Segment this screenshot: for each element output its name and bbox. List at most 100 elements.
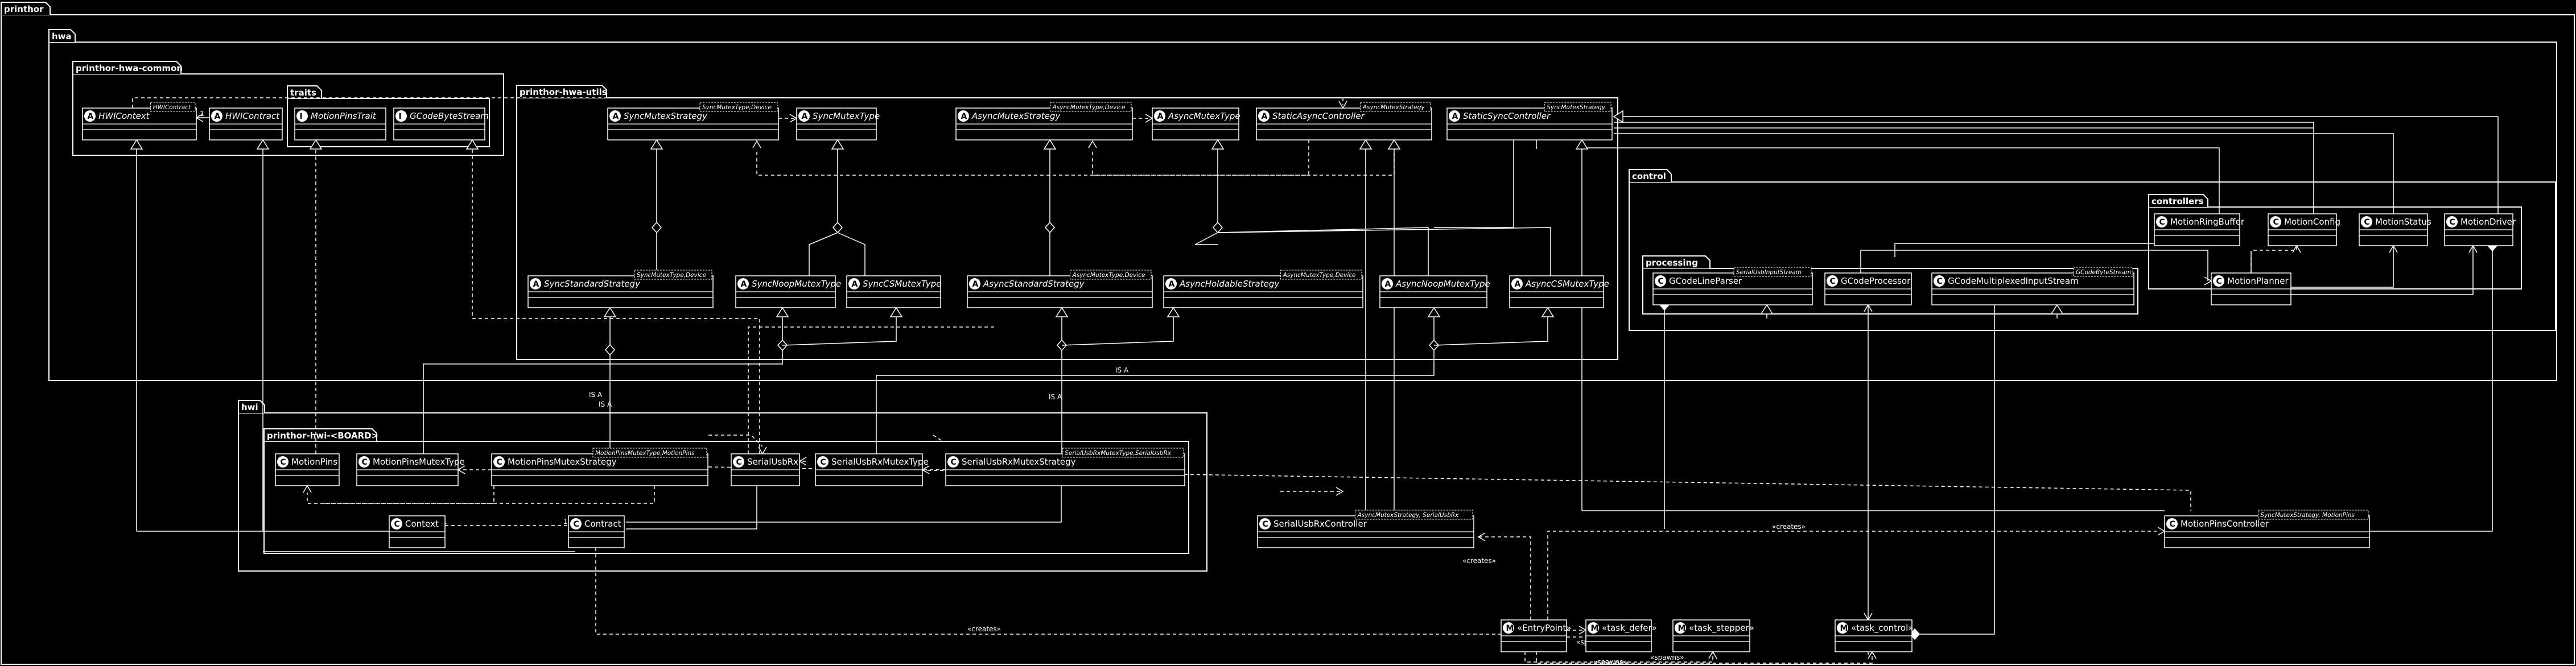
stereotype-letter: M <box>1840 624 1848 633</box>
inheritance-arrowhead <box>256 139 270 150</box>
class-name: SerialUsbRxController <box>1273 519 1367 529</box>
type-parameter-box <box>1360 102 1431 112</box>
aggregation-diamond <box>651 221 662 234</box>
class-name: AsyncMutexType <box>1168 111 1240 121</box>
aggregation-diamond <box>832 221 843 234</box>
class-name: «task_stepper» <box>1689 623 1754 634</box>
stereotype-a-icon <box>609 110 621 122</box>
class-task-control: M«task_control» <box>1835 619 1913 652</box>
stereotype-letter: C <box>1263 520 1268 529</box>
arrowhead <box>1336 487 1344 496</box>
type-parameter: AsyncMutexStrategy <box>1362 104 1425 111</box>
stereotype-letter: A <box>533 280 539 289</box>
stereotype-m-icon <box>1503 622 1514 634</box>
stereotype-letter: C <box>821 458 826 467</box>
stereotype-c-icon <box>947 456 959 468</box>
package-label: traits <box>290 88 316 98</box>
stereotype-c-icon <box>570 518 582 530</box>
type-parameter-box <box>1280 270 1362 280</box>
class-name: HWIContract <box>225 111 280 121</box>
class-name: MotionPinsMutexType <box>373 457 465 467</box>
class-name: AsyncStandardStrategy <box>983 279 1085 289</box>
inheritance-arrowhead <box>1760 304 1774 315</box>
inheritance-arrowhead <box>309 139 323 150</box>
stereotype-c-icon <box>2213 275 2224 287</box>
stereotype-letter: C <box>736 458 742 467</box>
inheritance-arrowhead <box>831 139 844 150</box>
inheritance-arrowhead <box>1575 139 1589 150</box>
relationship-line <box>876 350 1435 454</box>
stereotype-c-icon <box>391 518 402 530</box>
stereotype-letter: C <box>2273 218 2279 227</box>
relationship-line <box>1547 531 2157 620</box>
class-name: AsyncHoldableStrategy <box>1179 279 1280 289</box>
stereotype-letter: A <box>1452 112 1458 121</box>
package-tab <box>2148 194 2208 207</box>
class-task-stepper: M«task_stepper» <box>1672 619 1754 652</box>
relationship-label: «creates» <box>1462 557 1496 565</box>
package-frame <box>516 97 1618 360</box>
class-name: GCodeLineParser <box>1669 276 1742 286</box>
inheritance-arrowhead <box>603 307 617 317</box>
relationship-line <box>1434 140 1514 228</box>
arrowhead <box>752 140 761 148</box>
stereotype-letter: A <box>972 280 979 289</box>
class-name: HWIContext <box>98 111 150 121</box>
class-name: MotionPinsController <box>2181 519 2269 529</box>
class-name: MotionPlanner <box>2227 276 2289 286</box>
package-label: printhor-hwa-common <box>76 63 183 73</box>
stereotype-c-icon <box>2446 216 2458 227</box>
inheritance-arrowhead <box>1387 139 1401 150</box>
stereotype-c-icon <box>493 456 505 468</box>
class-name: GCodeByteStream <box>410 111 489 121</box>
package-label: processing <box>1646 258 1698 268</box>
relationship-line <box>322 486 655 504</box>
stereotype-i-icon <box>395 110 407 122</box>
package-tab <box>238 400 265 413</box>
class-name: GCodeMultiplexedInputStream <box>1948 276 2079 286</box>
inheritance-arrowhead <box>1211 139 1225 150</box>
stereotype-m-icon <box>1837 622 1848 634</box>
stereotype-letter: C <box>1937 277 1943 286</box>
stereotype-c-icon <box>277 456 288 468</box>
type-parameter-box <box>634 270 712 280</box>
stereotype-letter: M <box>1591 624 1599 633</box>
relationship-line <box>1061 308 1174 346</box>
class-name: MotionStatus <box>2375 217 2431 227</box>
stereotype-a-icon <box>737 278 749 289</box>
package-tab <box>287 85 322 98</box>
relationship-line <box>132 97 1343 108</box>
inheritance-arrowhead <box>776 307 789 317</box>
relationship-line <box>472 149 760 454</box>
package-hwa: hwa <box>48 29 2557 381</box>
class-task-defer: M«task_defer» <box>1585 619 1657 652</box>
stereotype-letter: C <box>2170 520 2175 529</box>
relationship-line <box>837 232 865 276</box>
relationship-label: IS A <box>1115 366 1129 374</box>
relationship-line <box>423 350 783 454</box>
stereotype-letter: C <box>1658 277 1664 286</box>
relationship-line <box>708 435 763 447</box>
relationship-line <box>2291 246 2394 288</box>
relationship-line <box>2291 246 2474 295</box>
